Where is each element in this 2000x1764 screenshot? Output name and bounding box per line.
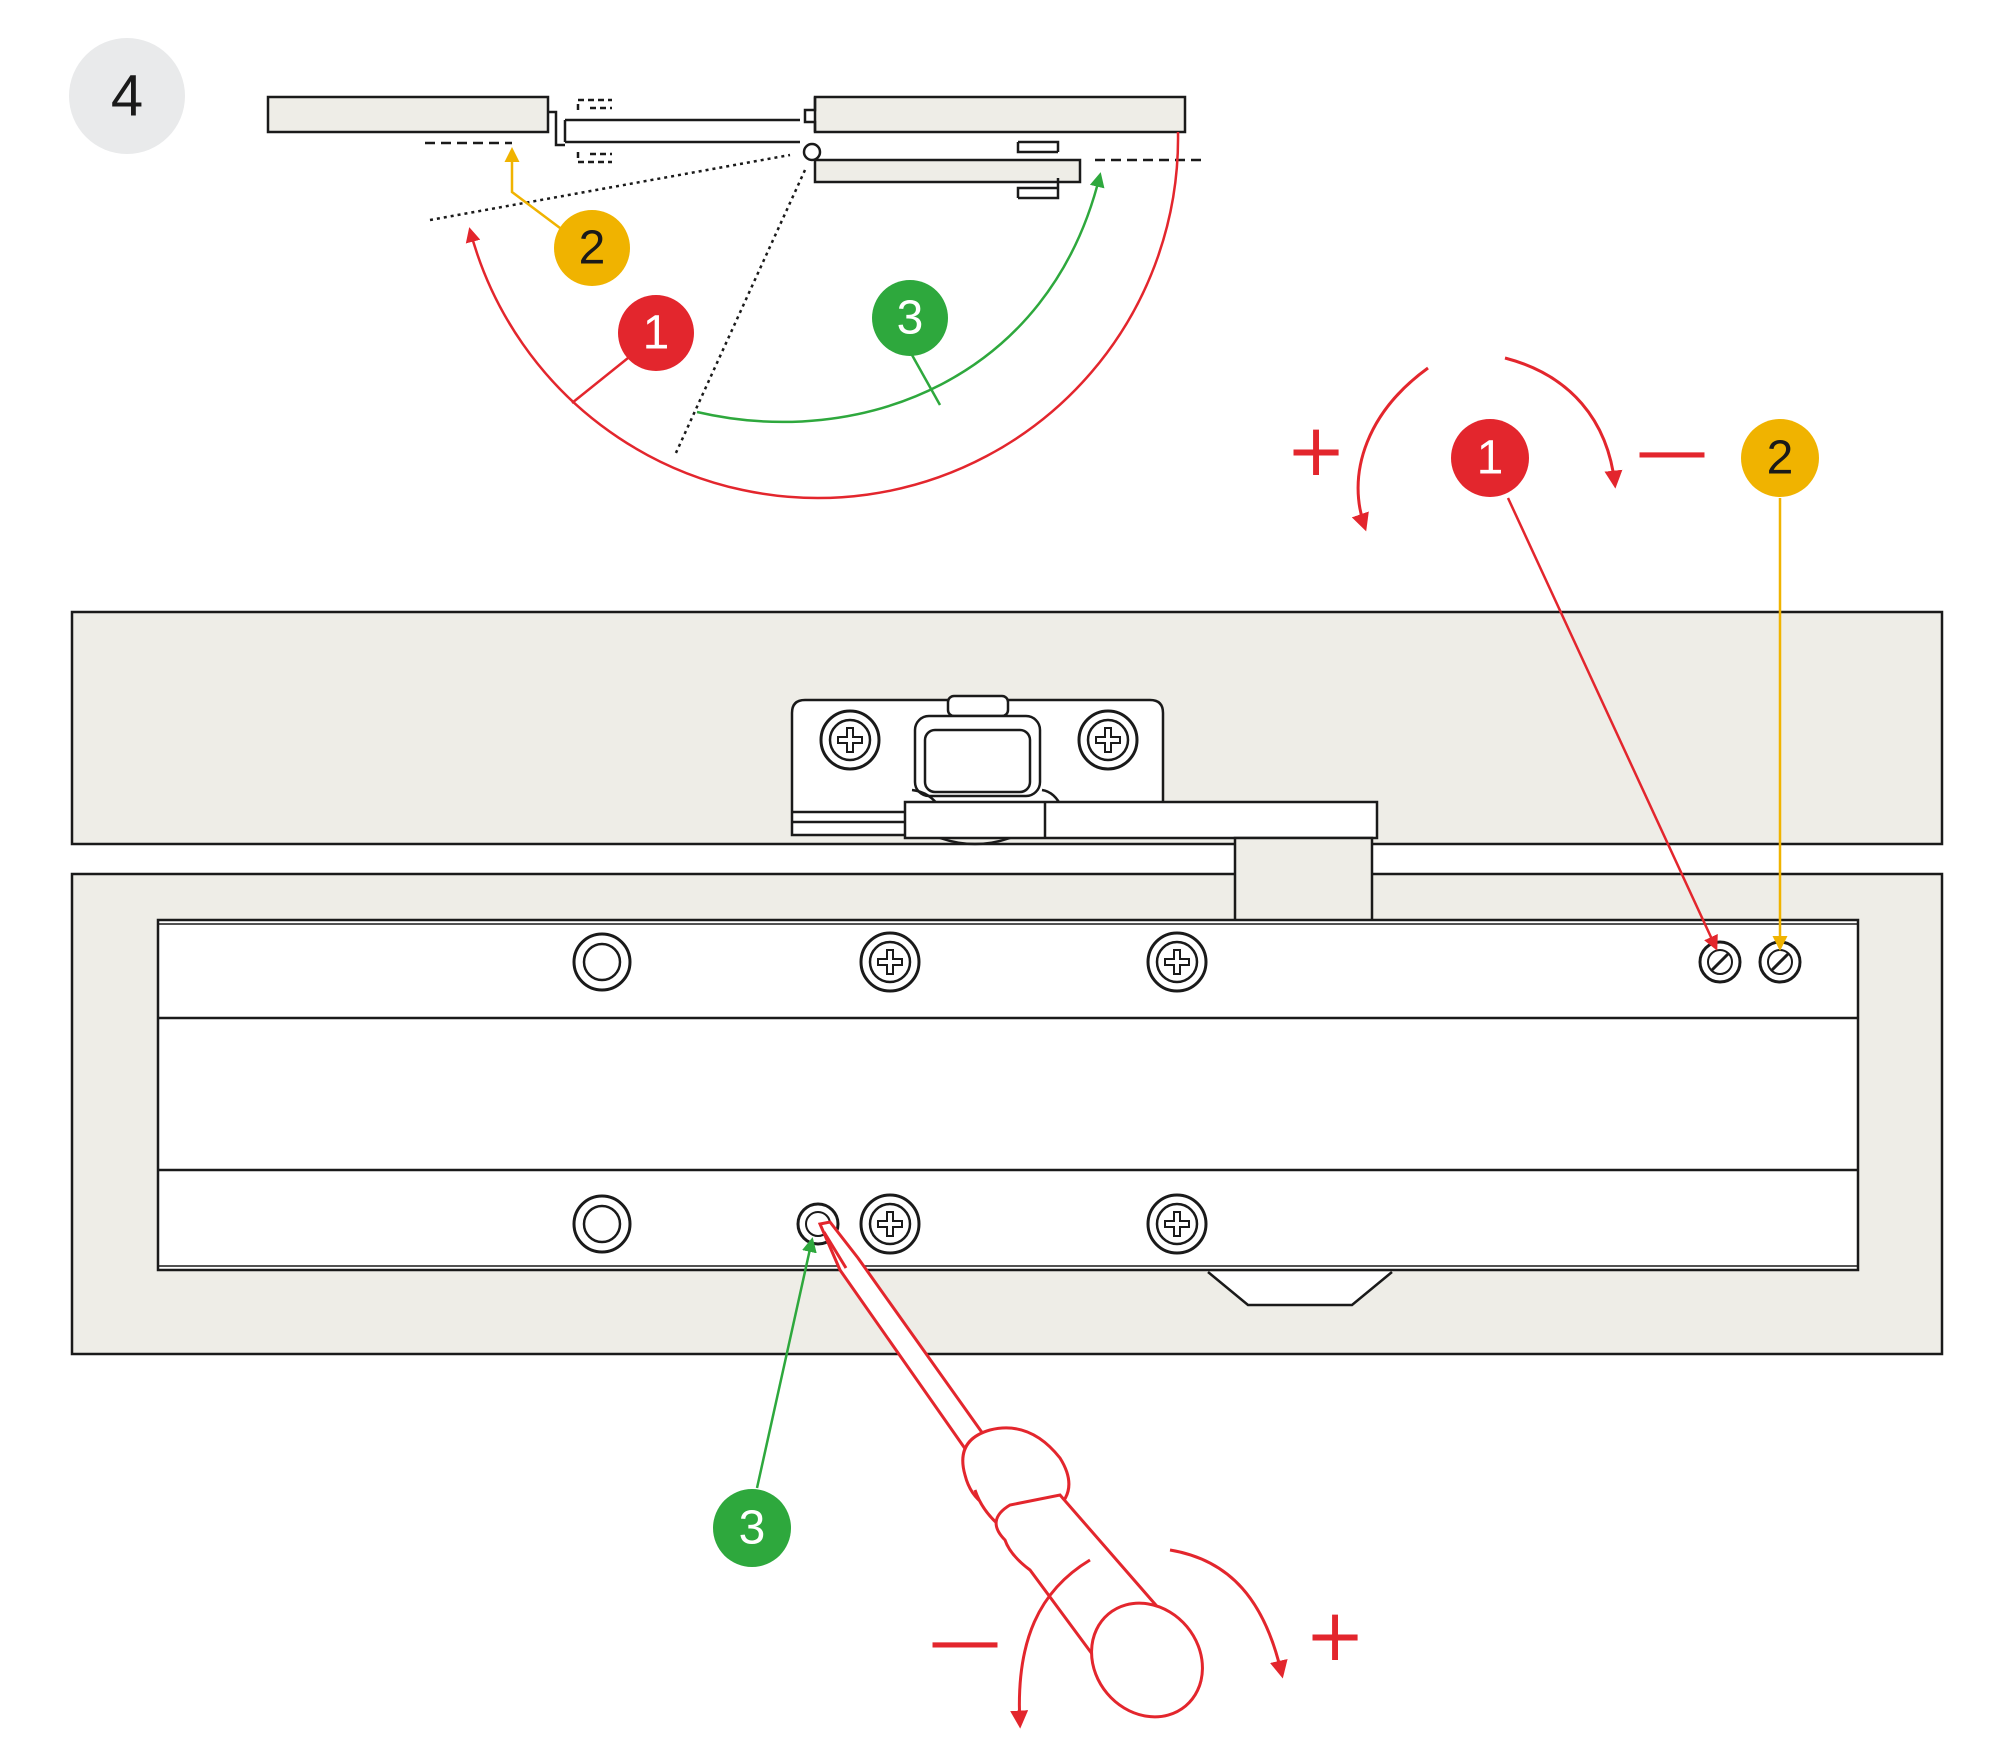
plus-sign-upper: +: [1286, 408, 1346, 492]
svg-text:1: 1: [643, 307, 670, 360]
svg-text:3: 3: [897, 292, 924, 345]
rotation-indicator-lower: — +: [929, 1548, 1365, 1729]
door-closer-body: [156, 918, 1860, 1307]
valve-screw-backcheck: [796, 1202, 840, 1246]
plain-fixing: [572, 932, 632, 992]
closer-arm-elevation: [903, 800, 1379, 840]
door-left-leaf: [266, 95, 550, 134]
rotate-arrow-minus: [1504, 356, 1623, 489]
arm-connector: [1233, 836, 1374, 924]
arc-red-full-range: [465, 131, 1180, 500]
leader-red-right: [1506, 497, 1718, 951]
minus-sign-upper: —: [1636, 408, 1708, 492]
badge-3-bottom: 3: [713, 1489, 791, 1567]
pinion-cap: [1207, 1271, 1393, 1307]
phillips-screw: [819, 709, 881, 771]
minus-sign-lower: —: [929, 1598, 1001, 1682]
mounting-bracket-dashed: [576, 98, 612, 164]
closer-arm: [813, 158, 1082, 184]
frame-profile: [548, 110, 565, 147]
phillips-screw: [859, 1193, 921, 1255]
plan-view: [266, 95, 1205, 456]
valve-screw-closing-speed: [1698, 940, 1742, 984]
rotation-indicator-upper: + —: [1286, 356, 1708, 532]
phillips-screw: [1146, 1193, 1208, 1255]
svg-text:3: 3: [739, 1502, 766, 1555]
leader-yellow-top: [504, 147, 581, 244]
pivot-point: [802, 142, 822, 162]
door-right-leaf: [813, 95, 1187, 134]
leader-red-top: [571, 357, 629, 404]
reference-line-15deg: [429, 153, 791, 222]
phillips-screw: [1146, 931, 1208, 993]
rotate-arrow-plus: [1351, 366, 1429, 532]
svg-text:1: 1: [1477, 432, 1504, 485]
rotate-arrow-minus-lower: [1010, 1558, 1091, 1729]
plus-sign-lower: +: [1305, 1593, 1365, 1677]
svg-text:2: 2: [579, 222, 606, 275]
badge-3-top: 3: [872, 280, 948, 356]
plain-fixing: [572, 1194, 632, 1254]
leader-green-bottom: [755, 1237, 817, 1489]
badge-1-right: 1: [1451, 419, 1529, 497]
svg-text:2: 2: [1767, 432, 1794, 485]
screwdriver-icon: [817, 1220, 1204, 1719]
rotate-arrow-plus-lower: [1169, 1548, 1288, 1679]
badge-1-top: 1: [618, 295, 694, 371]
badge-2-top: 2: [554, 210, 630, 286]
phillips-screw: [1077, 709, 1139, 771]
badge-2-right: 2: [1741, 419, 1819, 497]
leader-green-top: [910, 354, 942, 406]
reference-line-70deg: [673, 169, 807, 456]
phillips-screw: [859, 931, 921, 993]
step-number: 4: [111, 64, 143, 129]
step-badge: 4: [69, 38, 185, 154]
arc-green-latch-range: [696, 172, 1105, 424]
